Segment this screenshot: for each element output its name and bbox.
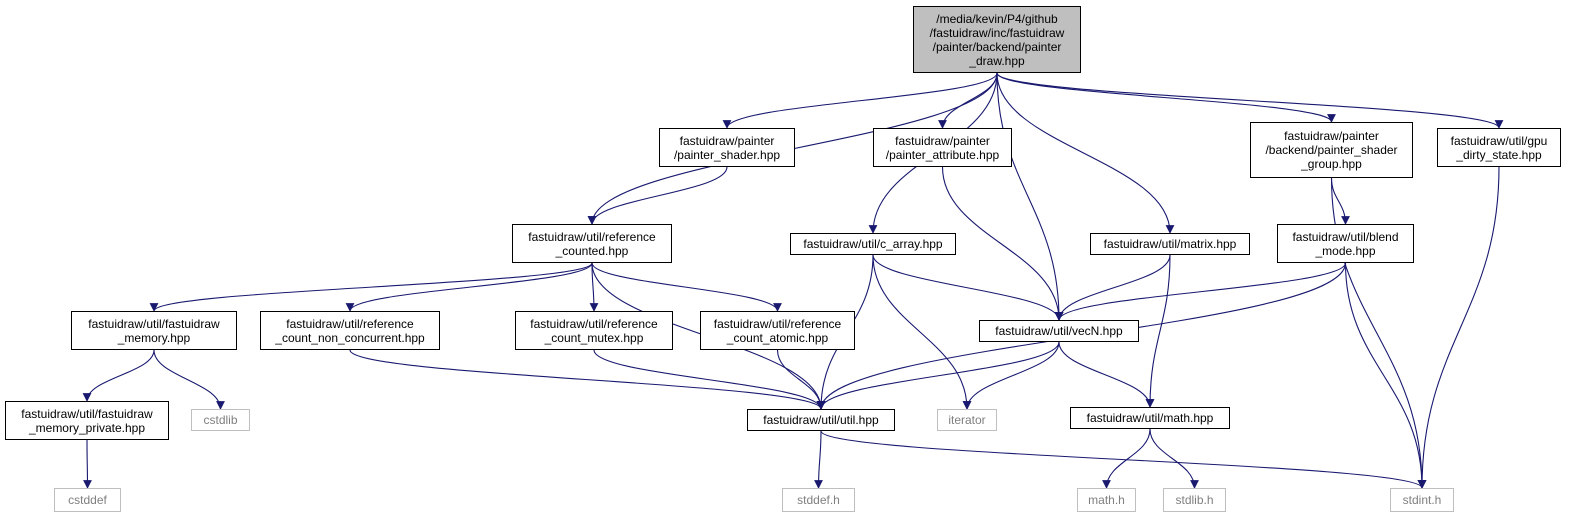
node-label-line: iterator [948,413,986,427]
edge-root-to-matrix [996,72,1175,234]
node-stdlib-h: stdlib.h [1163,488,1226,512]
node-label-line: _count_non_concurrent.hpp [275,330,425,345]
node-label-line: _count_mutex.hpp [544,330,644,345]
edge-root-to-painter-attribute [938,72,998,129]
node-ref-non-concurrent[interactable]: fastuidraw/util/reference_count_non_conc… [260,311,440,350]
node-reference-counted[interactable]: fastuidraw/util/reference_counted.hpp [512,224,672,263]
node-label-line: fastuidraw/util/fastuidraw [88,316,220,331]
node-vecN[interactable]: fastuidraw/util/vecN.hpp [979,320,1139,342]
edge-ref-non-concurrent-to-util [349,349,826,410]
node-matrix[interactable]: fastuidraw/util/matrix.hpp [1090,233,1250,255]
edge-reference-counted-to-fastuidraw-memory [149,262,593,312]
node-gpu-dirty-state[interactable]: fastuidraw/util/gpu_dirty_state.hpp [1437,128,1561,167]
edge-util-to-stddef-h [814,430,823,489]
node-util[interactable]: fastuidraw/util/util.hpp [747,409,895,431]
node-label-line: /media/kevin/P4/github [936,11,1058,26]
node-label-line: /painter_attribute.hpp [885,147,1000,162]
node-ref-mutex[interactable]: fastuidraw/util/reference_count_mutex.hp… [515,311,673,350]
edge-fastuidraw-memory-to-memory-private [82,349,155,402]
edge-matrix-to-math [1145,254,1171,408]
edge-util-to-stdint-h [820,430,1427,489]
node-blend-mode[interactable]: fastuidraw/util/blend_mode.hpp [1277,224,1414,263]
edge-painter-shader-to-reference-counted [587,166,728,225]
node-label-line: fastuidraw/util/blend [1292,229,1399,244]
edge-painter-attribute-to-vecN [941,166,1064,321]
node-label-line: _memory.hpp [117,330,191,345]
node-label-line: fastuidraw/util/reference [286,316,414,331]
node-root[interactable]: /media/kevin/P4/github/fastuidraw/inc/fa… [913,6,1081,73]
node-cstdlib: cstdlib [191,409,250,431]
node-label-line: stddef.h [797,493,840,507]
edge-blend-mode-to-stdint-h [1344,262,1427,489]
node-fastuidraw-memory[interactable]: fastuidraw/util/fastuidraw_memory.hpp [71,311,237,350]
node-stdint-h: stdint.h [1390,488,1454,512]
node-label-line: /painter_shader.hpp [673,147,781,162]
node-label-line: fastuidraw/util/vecN.hpp [995,324,1123,338]
node-math-h: math.h [1077,488,1136,512]
node-label-line: fastuidraw/util/c_array.hpp [803,237,943,251]
edge-reference-counted-to-ref-non-concurrent [345,262,593,312]
node-label-line: /painter/backend/painter [932,39,1062,54]
edge-c-array-to-iterator [872,254,972,410]
node-c-array[interactable]: fastuidraw/util/c_array.hpp [790,233,956,255]
node-label-line: /backend/painter_shader [1265,143,1398,157]
node-label-line: cstddef [68,493,107,507]
edge-root-to-vecN [996,72,1064,321]
edge-memory-private-to-cstddef [83,439,92,489]
node-label-line: _dirty_state.hpp [1456,147,1542,162]
edge-root-to-gpu-dirty-state [996,72,1504,129]
edge-fastuidraw-memory-to-cstdlib [153,349,225,410]
node-label-line: cstdlib [203,413,238,427]
node-label-line: math.h [1088,493,1125,507]
node-label-line: _draw.hpp [969,53,1025,68]
node-label-line: fastuidraw/painter [1284,129,1379,143]
edge-reference-counted-to-ref-atomic [591,262,782,312]
node-label-line: _group.hpp [1301,157,1362,171]
node-label-line: _counted.hpp [555,243,629,258]
edge-vecN-to-util [816,341,1060,410]
node-cstddef: cstddef [54,488,121,512]
node-label-line: _memory_private.hpp [28,420,146,435]
node-math[interactable]: fastuidraw/util/math.hpp [1070,407,1230,429]
node-label-line: stdlib.h [1175,493,1214,507]
node-label-line: fastuidraw/util/matrix.hpp [1103,237,1237,251]
node-label-line: fastuidraw/util/util.hpp [763,413,879,427]
node-painter-shader-group[interactable]: fastuidraw/painter/backend/painter_shade… [1250,122,1413,178]
edge-vecN-to-iterator [962,341,1060,410]
node-painter-shader[interactable]: fastuidraw/painter/painter_shader.hpp [659,128,795,167]
edge-blend-mode-to-vecN [1054,262,1347,321]
edge-vecN-to-math [1058,341,1155,408]
node-label-line: fastuidraw/util/fastuidraw [21,406,153,421]
edge-ref-mutex-to-util [593,349,826,410]
node-painter-attribute[interactable]: fastuidraw/painter/painter_attribute.hpp [873,128,1012,167]
edge-gpu-dirty-state-to-stdint-h [1417,166,1500,489]
node-label-line: fastuidraw/util/reference [713,316,842,331]
node-label-line: stdint.h [1402,493,1442,507]
node-label-line: fastuidraw/painter [895,133,990,148]
node-label-line: _count_atomic.hpp [726,330,829,345]
edge-matrix-to-vecN [1054,254,1171,321]
node-label-line: /fastuidraw/inc/fastuidraw [929,25,1065,40]
node-label-line: fastuidraw/util/reference [530,316,658,331]
edge-root-to-painter-shader-group [996,72,1336,123]
node-iterator: iterator [937,409,997,431]
node-label-line: fastuidraw/util/math.hpp [1086,411,1214,425]
edge-c-array-to-vecN [872,254,1064,321]
edge-math-to-math-h [1102,428,1151,489]
node-label-line: fastuidraw/util/gpu [1450,133,1548,148]
node-label-line: fastuidraw/util/reference [528,229,656,244]
node-label-line: _mode.hpp [1315,243,1376,258]
node-stddef-h: stddef.h [782,488,855,512]
node-memory-private[interactable]: fastuidraw/util/fastuidraw_memory_privat… [5,401,169,440]
node-ref-atomic[interactable]: fastuidraw/util/reference_count_atomic.h… [700,311,855,350]
node-label-line: fastuidraw/painter [679,133,775,148]
edge-math-to-stdlib-h [1149,428,1199,489]
edge-root-to-painter-shader [722,72,998,129]
